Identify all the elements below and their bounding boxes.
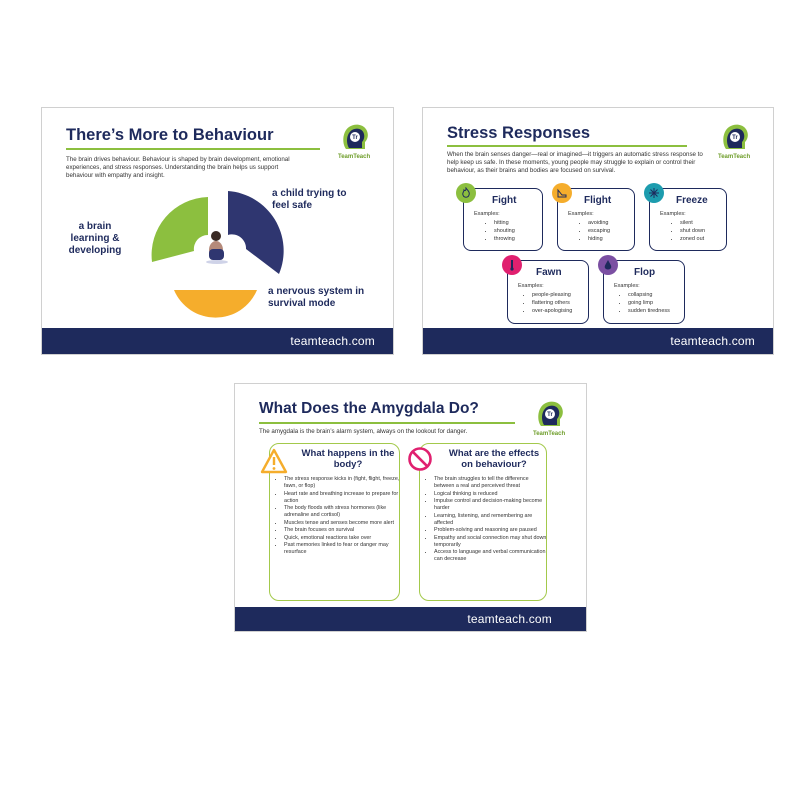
logo-text: TeamTeach: [533, 431, 566, 437]
card2-title: Stress Responses: [447, 124, 591, 142]
examples-list: people-pleasing flattering others over-a…: [524, 291, 572, 315]
list-item: shut down: [680, 227, 705, 235]
logo-text: TeamTeach: [338, 154, 371, 160]
list-item: Logical thinking is reduced: [434, 491, 550, 498]
list-item: The body floods with stress hormones (li…: [284, 505, 402, 519]
list-item: Empathy and social connection may shut d…: [434, 535, 550, 549]
list-item: hitting: [494, 219, 515, 227]
list-item: silent: [680, 219, 705, 227]
label-brain-learning: a brain learning & developing: [68, 221, 122, 256]
shoe-icon: [552, 183, 572, 203]
examples-label: Examples:: [474, 211, 500, 217]
list-item: flattering others: [532, 299, 572, 307]
panel-behaviour-effects: What are the effects on behaviour? The b…: [419, 443, 547, 601]
label-nervous-system: a nervous system in survival mode: [268, 286, 365, 309]
panel-title: What are the effects on behaviour?: [448, 448, 540, 470]
behaviour-effects-list: The brain struggles to tell the differen…: [426, 476, 550, 564]
examples-label: Examples:: [614, 283, 640, 289]
examples-label: Examples:: [518, 283, 544, 289]
response-card-fight: Fight Examples: hitting shouting throwin…: [456, 183, 543, 251]
list-item: The stress response kicks in (fight, fli…: [284, 476, 402, 490]
list-item: Quick, emotional reactions take over: [284, 535, 402, 542]
title-underline: [447, 145, 687, 147]
list-item: going limp: [628, 299, 670, 307]
card1-footer: teamteach.com: [42, 328, 393, 354]
footer-url: teamteach.com: [467, 612, 552, 626]
response-name: Fight: [492, 195, 517, 206]
list-item: over-apologising: [532, 307, 572, 315]
teamteach-logo: Tr: [535, 399, 565, 437]
list-item: avoiding: [588, 219, 610, 227]
brain-diagram: [151, 191, 284, 318]
card-stress-responses: Stress Responses Tr TeamTeach When the b…: [422, 107, 774, 355]
thermometer-icon: [502, 255, 522, 275]
warning-icon: [260, 448, 288, 474]
segment-child-safe: [228, 191, 284, 274]
body-effects-list: The stress response kicks in (fight, fli…: [276, 476, 402, 557]
list-item: zoned out: [680, 235, 705, 243]
list-item: Impulse control and decision-making beco…: [434, 498, 550, 512]
examples-label: Examples:: [660, 211, 686, 217]
list-item: collapsing: [628, 291, 670, 299]
response-card-flight: Flight Examples: avoiding escaping hidin…: [552, 183, 635, 251]
child-figure-icon: [206, 231, 228, 264]
card3-footer: teamteach.com: [235, 607, 586, 631]
svg-text:Tr: Tr: [352, 135, 358, 141]
card3-title: What Does the Amygdala Do?: [259, 400, 479, 417]
list-item: Access to language and verbal communicat…: [434, 549, 550, 563]
list-item: sudden tiredness: [628, 307, 670, 315]
title-underline: [66, 148, 320, 150]
list-item: The brain focuses on survival: [284, 527, 402, 534]
response-card-fawn: Fawn Examples: people-pleasing flatterin…: [502, 255, 589, 324]
footer-url: teamteach.com: [670, 334, 755, 348]
list-item: Heart rate and breathing increase to pre…: [284, 491, 402, 505]
title-underline: [259, 422, 515, 424]
list-item: Muscles tense and senses become more ale…: [284, 520, 402, 527]
drop-icon: [598, 255, 618, 275]
svg-text:Tr: Tr: [547, 412, 553, 418]
list-item: Past memories linked to fear or danger m…: [284, 542, 402, 556]
logo-text: TeamTeach: [718, 154, 751, 160]
examples-label: Examples:: [568, 211, 594, 217]
card1-intro: The brain drives behaviour. Behaviour is…: [66, 156, 290, 180]
card2-footer: teamteach.com: [423, 328, 773, 354]
list-item: escaping: [588, 227, 610, 235]
response-name: Fawn: [536, 267, 562, 278]
list-item: people-pleasing: [532, 291, 572, 299]
list-item: The brain struggles to tell the differen…: [434, 476, 550, 490]
examples-list: hitting shouting throwing: [486, 219, 515, 243]
panel-title: What happens in the body?: [301, 448, 395, 470]
flame-icon: [456, 183, 476, 203]
response-card-flop: Flop Examples: collapsing going limp sud…: [598, 255, 685, 324]
response-name: Flop: [634, 267, 656, 278]
card-more-to-behaviour: There’s More to Behaviour Tr TeamTeach T…: [41, 107, 394, 355]
list-item: shouting: [494, 227, 515, 235]
snowflake-icon: [644, 183, 664, 203]
segment-brain-learning: [151, 197, 208, 262]
card2-intro: When the brain senses danger—real or ima…: [447, 151, 703, 175]
teamteach-logo: Tr: [340, 122, 370, 160]
segment-nervous-system: [174, 290, 257, 318]
panel-body-effects: What happens in the body? The stress res…: [269, 443, 400, 601]
teamteach-logo: Tr: [720, 122, 750, 160]
response-name: Flight: [584, 195, 612, 206]
no-entry-icon: [408, 447, 432, 471]
footer-url: teamteach.com: [290, 334, 375, 348]
card-amygdala: What Does the Amygdala Do? Tr TeamTeach …: [234, 383, 587, 632]
examples-list: silent shut down zoned out: [672, 219, 705, 243]
list-item: Problem-solving and reasoning are paused: [434, 527, 550, 534]
card1-title: There’s More to Behaviour: [66, 126, 274, 144]
list-item: hiding: [588, 235, 610, 243]
response-card-freeze: Freeze Examples: silent shut down zoned …: [644, 183, 727, 251]
svg-text:Tr: Tr: [732, 135, 738, 141]
examples-list: avoiding escaping hiding: [580, 219, 610, 243]
list-item: throwing: [494, 235, 515, 243]
response-name: Freeze: [676, 195, 708, 206]
examples-list: collapsing going limp sudden tiredness: [620, 291, 670, 315]
list-item: Learning, listening, and remembering are…: [434, 513, 550, 527]
card3-intro: The amygdala is the brain’s alarm system…: [259, 428, 468, 435]
label-child-safe: a child trying to feel safe: [272, 188, 347, 211]
